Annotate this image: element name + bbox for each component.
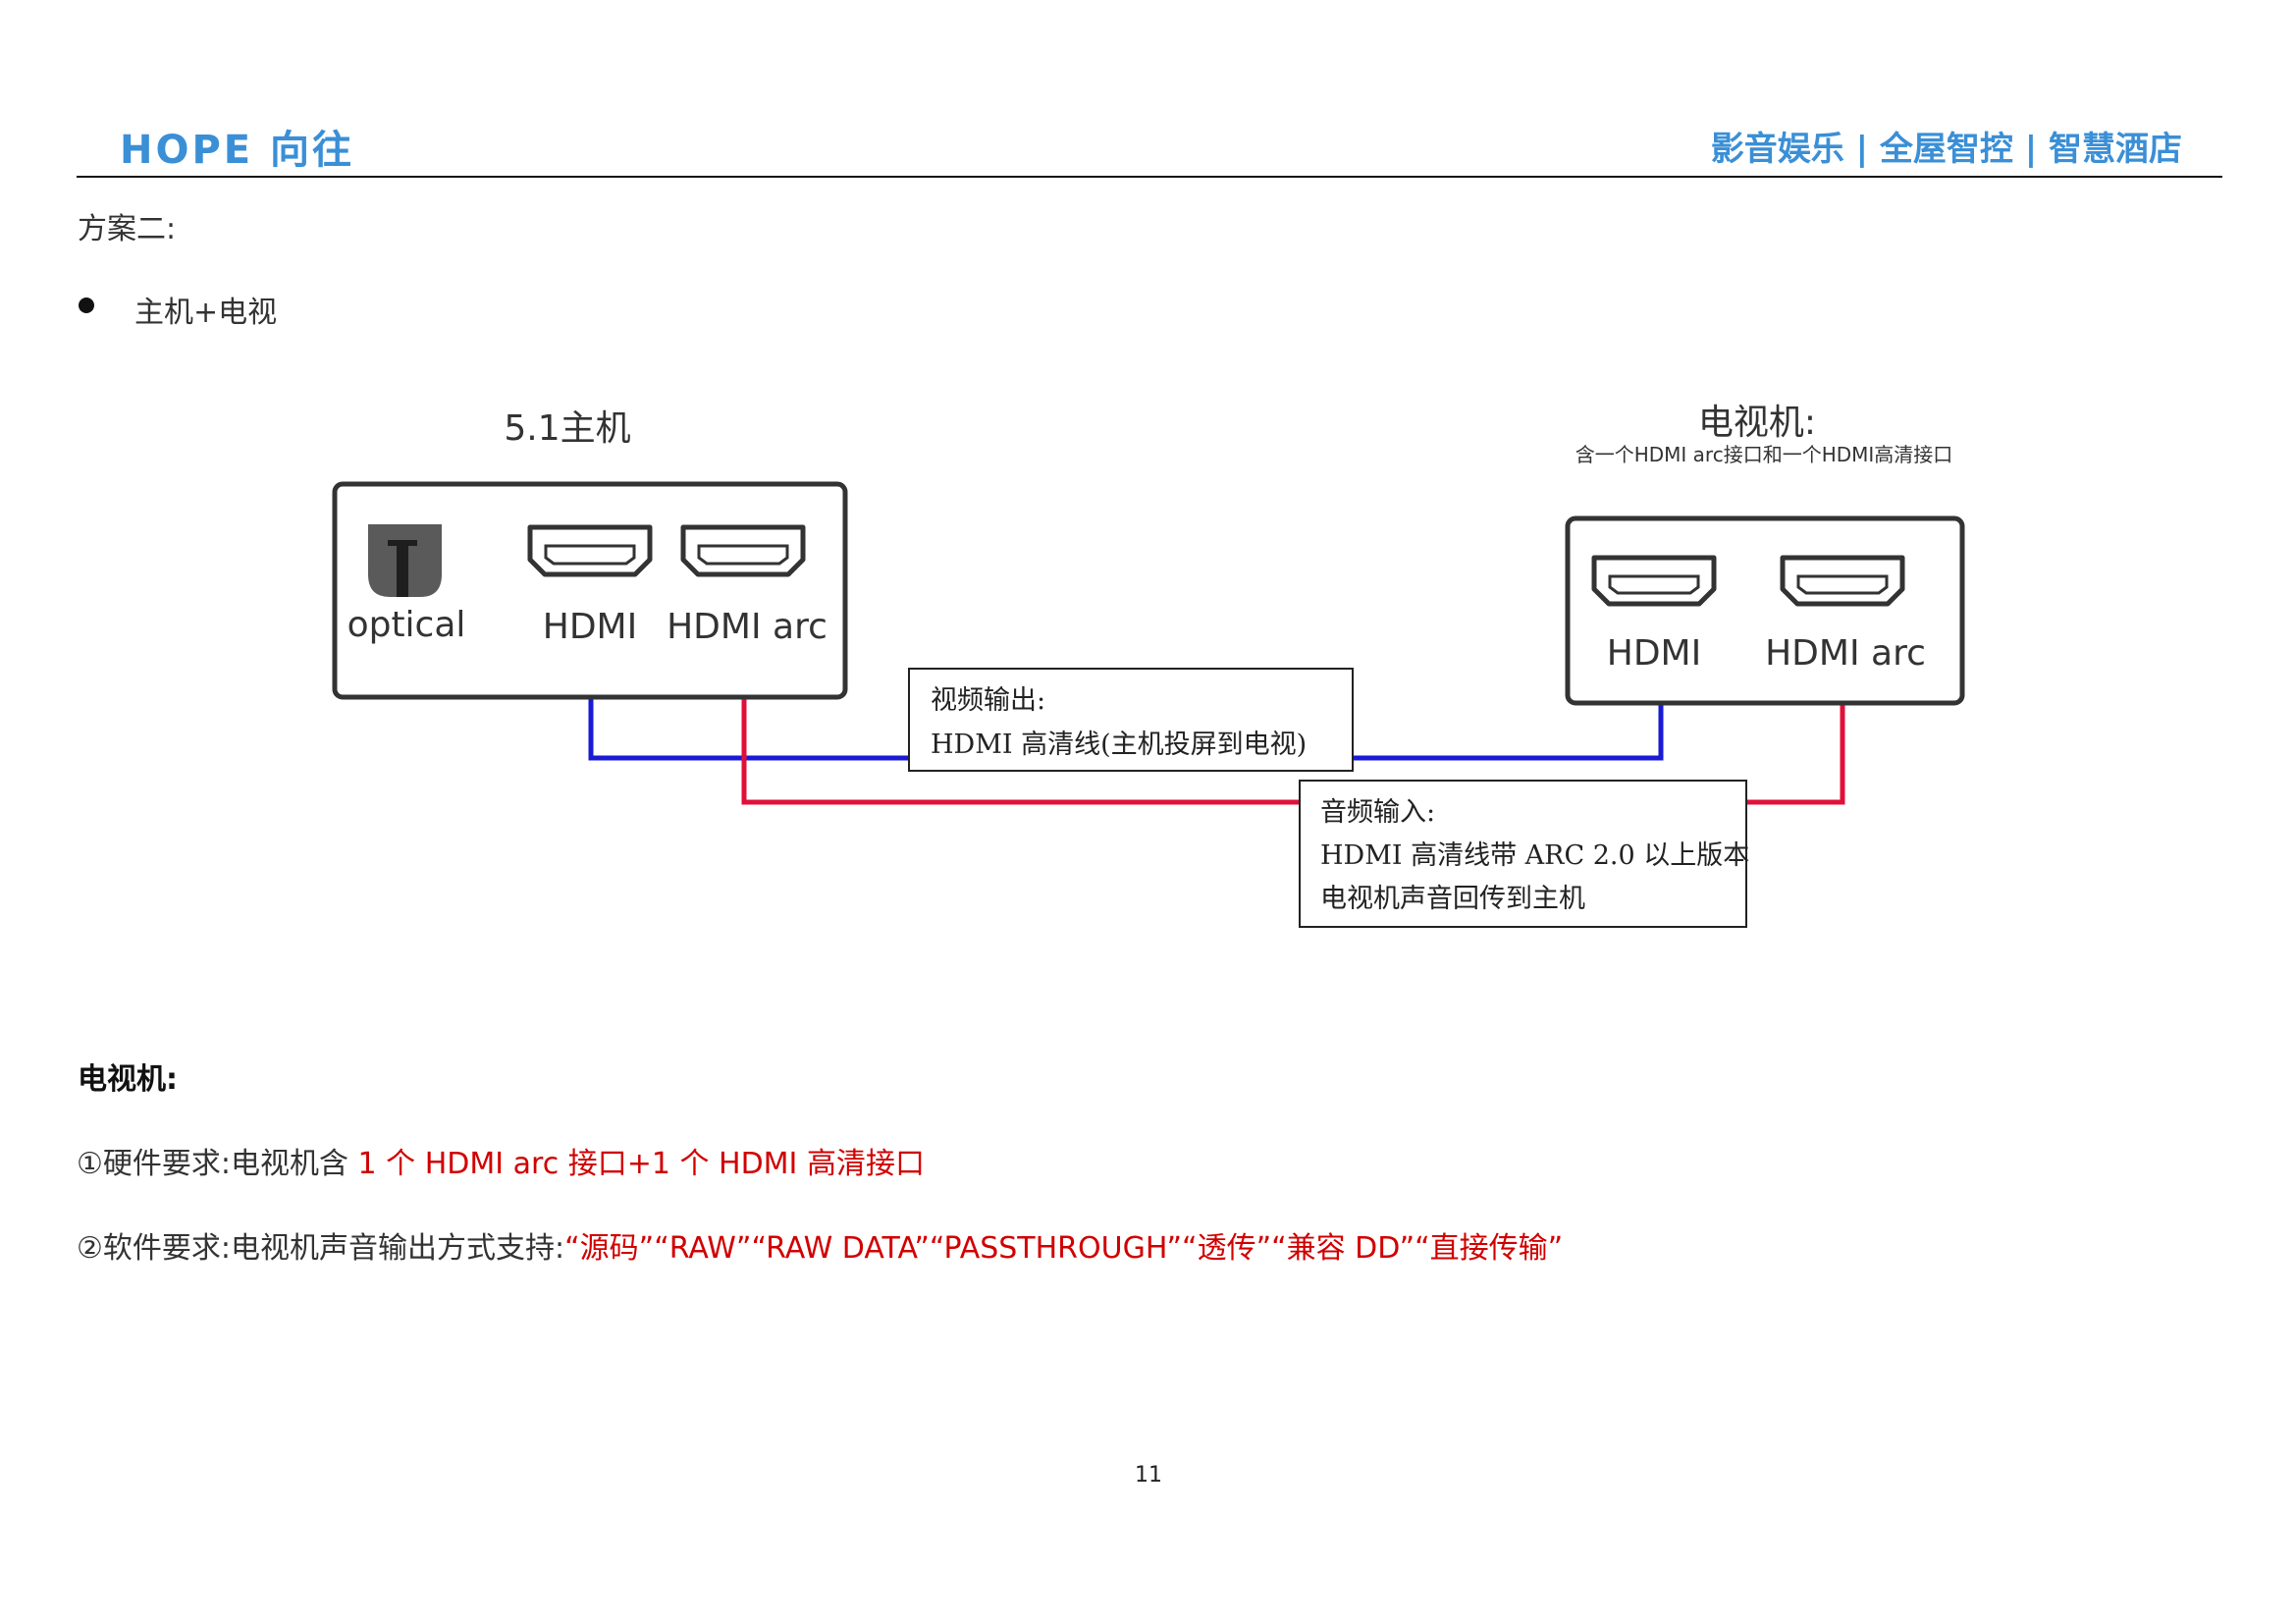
page-number: 11 [1135,1463,1162,1488]
host-title: 5.1主机 [504,408,630,449]
tv-box [1565,515,1965,706]
audio-input-title: 音频输入: [1320,797,1435,828]
hdmi-port-icon [1591,555,1717,607]
tv-section-title: 电视机: [78,1062,178,1097]
hdmi-arc-port-icon [1780,555,1905,607]
logo: HOPE 向往 [120,128,355,173]
optical-port-icon [368,524,442,597]
tv-subtitle: 含一个HDMI arc接口和一个HDMI高清接口 [1575,443,1953,466]
audio-input-desc: HDMI 高清线带 ARC 2.0 以上版本 [1320,840,1749,871]
software-requirement-value: “源码”“RAW”“RAW DATA”“PASSTHROUGH”“透传”“兼容 … [564,1231,1564,1266]
video-output-box [908,668,1354,772]
software-requirement: ②软件要求:电视机声音输出方式支持:“源码”“RAW”“RAW DATA”“PA… [77,1223,1563,1267]
bullet-text: 主机+电视 [134,296,278,330]
bullet-dot-icon [79,298,94,313]
header-divider [77,176,2222,178]
video-output-desc: HDMI 高清线(主机投屏到电视) [931,730,1307,760]
tv-port-hdmi: HDMI [1607,633,1701,674]
hdmi-arc-port-icon [680,524,806,577]
hardware-requirement: ①硬件要求:电视机含 1 个 HDMI arc 接口+1 个 HDMI 高清接口 [77,1139,925,1182]
host-port-hdmi-arc: HDMI arc [667,607,828,647]
audio-line [741,655,1845,805]
hardware-requirement-value: 1 个 HDMI arc 接口+1 个 HDMI 高清接口 [357,1147,925,1181]
host-port-hdmi: HDMI [543,607,637,647]
hardware-requirement-label: ①硬件要求:电视机含 [77,1147,358,1181]
video-output-title: 视频输出: [931,685,1045,716]
host-port-optical: optical [347,605,466,645]
software-requirement-label: ②软件要求:电视机声音输出方式支持: [77,1231,565,1266]
audio-input-box [1299,780,1747,928]
header-slogan: 影音娱乐 | 全屋智控 | 智慧酒店 [1710,130,2182,169]
section-heading: 方案二: [78,212,177,246]
tv-title: 电视机: [1698,403,1816,443]
hdmi-port-icon [527,524,653,577]
tv-port-hdmi-arc: HDMI arc [1765,633,1926,674]
audio-input-note: 电视机声音回传到主机 [1320,884,1585,914]
